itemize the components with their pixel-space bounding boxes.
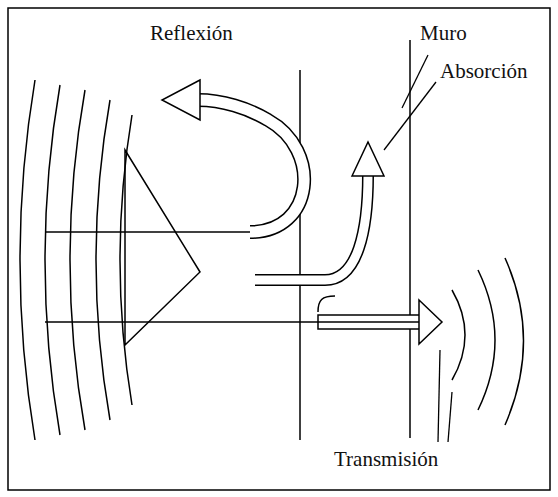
reflection-label: Reflexión bbox=[150, 22, 233, 45]
wall-label: Muro bbox=[420, 22, 467, 45]
absorption-label: Absorción bbox=[440, 60, 528, 83]
transmission-label: Transmisión bbox=[334, 448, 438, 471]
